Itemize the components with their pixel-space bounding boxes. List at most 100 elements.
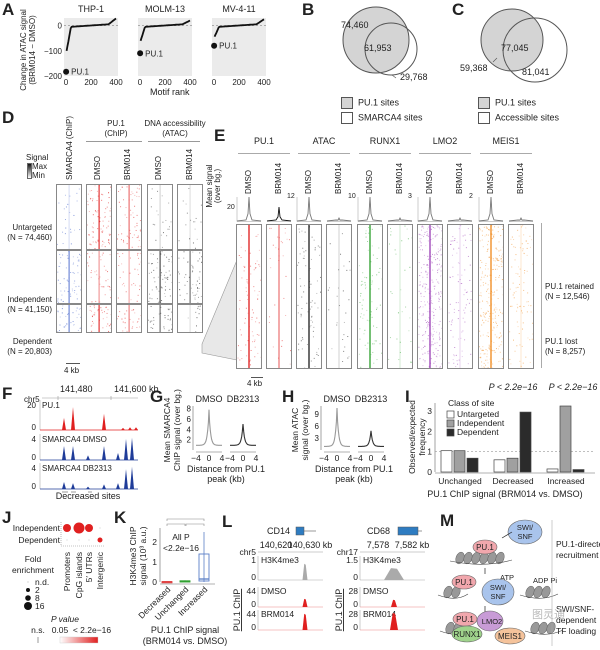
- signal-dot: [523, 289, 525, 291]
- signal-dot: [99, 256, 101, 258]
- signal-dot: [435, 293, 437, 295]
- signal-dot: [254, 267, 256, 269]
- signal-dot: [95, 242, 97, 244]
- signal-dot: [140, 261, 141, 263]
- signal-dot: [126, 235, 128, 237]
- x-tick-label: 0: [212, 78, 217, 87]
- pval-legend-title: P value: [51, 614, 79, 624]
- signal-dot: [178, 257, 180, 259]
- center-signal: [189, 305, 191, 332]
- signal-dot: [274, 304, 276, 306]
- signal-dot: [423, 236, 425, 238]
- pu1-protein-label: PU.1: [455, 578, 473, 587]
- signal-dot: [464, 339, 466, 341]
- signal-dot: [118, 264, 120, 266]
- signal-dot: [422, 365, 424, 367]
- signal-dot: [457, 302, 459, 304]
- signal-dot: [171, 328, 172, 330]
- signal-dot: [256, 260, 258, 262]
- signal-dot: [110, 327, 111, 329]
- signal-dot: [501, 320, 503, 322]
- signal-dot: [494, 260, 496, 262]
- signal-dot: [411, 237, 412, 239]
- signal-dot: [254, 339, 256, 341]
- signal-dot: [97, 210, 99, 212]
- center-signal: [98, 305, 100, 332]
- l-ymax: 44: [247, 609, 257, 619]
- signal-dot: [302, 328, 304, 330]
- col-group-atac-l1: DNA accessibility: [144, 119, 206, 128]
- xlabel-line1: Distance from PU.1: [187, 464, 265, 474]
- meis1-protein-label: MEIS1: [498, 632, 523, 641]
- panel-e-ylabel: Mean signal (over bg.): [205, 156, 222, 216]
- signal-dot: [366, 319, 368, 321]
- signal-dot: [163, 254, 165, 256]
- signal-dot: [241, 277, 243, 279]
- signal-dot: [90, 197, 92, 199]
- signal-dot: [79, 254, 81, 256]
- signal-dot: [526, 247, 528, 249]
- signal-dot: [419, 281, 421, 283]
- signal-dot: [485, 282, 487, 284]
- signal-dot: [123, 285, 125, 287]
- signal-dot: [288, 239, 290, 241]
- signal-dot: [130, 209, 132, 211]
- signal-dot: [92, 227, 94, 229]
- signal-dot: [419, 326, 421, 328]
- signal-dot: [496, 258, 498, 260]
- legend-text: Accessible sites: [495, 112, 560, 123]
- signal-dot: [76, 293, 78, 295]
- e-condition-label: BRM014: [516, 162, 525, 194]
- signal-dot: [493, 309, 495, 311]
- step2-label: dependent: [556, 615, 597, 625]
- x-tick-label: 0: [138, 78, 143, 87]
- signal-dot: [430, 334, 432, 336]
- signal-dot: [108, 233, 110, 235]
- signal-dot: [137, 321, 139, 323]
- signal-dot: [71, 290, 73, 292]
- signal-dot: [99, 220, 101, 222]
- signal-dot: [160, 286, 162, 288]
- signal-dot: [480, 279, 482, 281]
- signal-dot: [299, 231, 301, 233]
- signal-dot: [163, 274, 165, 276]
- signal-dot: [135, 229, 137, 231]
- signal-dot: [163, 326, 165, 328]
- signal-dot: [109, 286, 111, 288]
- col-header-brm014: BRM014: [123, 148, 132, 180]
- signal-dot: [104, 294, 106, 296]
- swisnf-label: SNF: [491, 592, 506, 601]
- f-footer: Decreased sites: [56, 491, 121, 501]
- signal-dot: [65, 325, 67, 327]
- signal-dot: [492, 292, 494, 294]
- signal-dot: [360, 316, 362, 318]
- f-track-name: SMARCA4 DMSO: [42, 435, 107, 444]
- signal-dot: [441, 327, 442, 329]
- signal-dot: [484, 274, 486, 276]
- signal-dot: [87, 224, 89, 226]
- signal-dot: [76, 317, 78, 319]
- signal-dot: [438, 297, 440, 299]
- signal-dot: [79, 253, 81, 255]
- signal-dot: [427, 351, 429, 353]
- x-tick-label: 0: [207, 453, 212, 463]
- signal-dot: [241, 358, 243, 360]
- ylabel-line2: frequency: [417, 418, 427, 456]
- signal-dot: [163, 265, 165, 267]
- signal-dot: [348, 261, 350, 263]
- signal-dot: [438, 293, 440, 295]
- signal-dot: [302, 338, 304, 340]
- signal-dot: [62, 254, 64, 256]
- bar: [466, 457, 479, 473]
- nucleosome: [546, 621, 556, 635]
- signal-dot: [246, 281, 248, 283]
- signal-dot: [196, 280, 198, 282]
- signal-dot: [439, 259, 441, 261]
- signal-dot: [194, 294, 196, 296]
- signal-dot: [87, 280, 89, 282]
- signal-dot: [511, 266, 513, 268]
- bar: [506, 457, 519, 473]
- signal-dot: [110, 314, 111, 316]
- signal-dot: [119, 189, 121, 191]
